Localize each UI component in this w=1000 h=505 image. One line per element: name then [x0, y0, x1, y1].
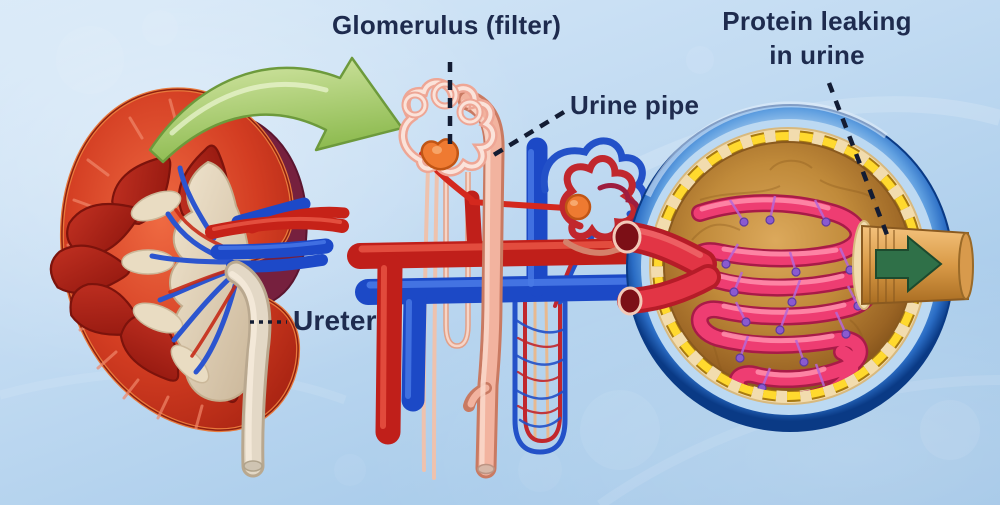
collecting-duct	[457, 89, 505, 479]
protein-pointer-line	[826, 82, 892, 241]
label-glomerulus-filter: Glomerulus (filter)	[332, 10, 562, 40]
renal-vein	[210, 238, 334, 260]
vein-highlight	[218, 240, 326, 250]
glomerulus-coil	[398, 78, 498, 177]
renal-artery-branch	[246, 206, 350, 234]
capillary-coils	[687, 194, 879, 392]
label-protein-leaking: Protein leaking in urine	[698, 4, 936, 72]
kidney-cross-section	[49, 87, 308, 433]
loop-of-henle	[443, 160, 471, 349]
nephron-vein	[355, 137, 653, 412]
mesangial-mesh	[721, 195, 863, 392]
glomerulus-closeup	[611, 101, 974, 432]
label-urine-pipe: Urine pipe	[570, 90, 700, 120]
label-protein-line2: in urine	[769, 40, 865, 70]
calyces	[121, 190, 210, 384]
sphere-texture	[691, 159, 877, 375]
glomerulus-bulb	[420, 138, 459, 171]
urine-pipe-pointer-line	[490, 110, 566, 158]
flow-arrow-icon	[875, 234, 943, 294]
pointer-lines	[250, 62, 892, 324]
artery-highlight	[212, 216, 342, 231]
label-protein-line1: Protein leaking	[722, 6, 912, 36]
afferent-vessels	[611, 220, 721, 316]
zoom-arrow-icon	[148, 56, 404, 164]
ring-highlight	[645, 101, 888, 198]
ureter-tube	[224, 260, 272, 478]
efferent-urine-tube	[852, 220, 974, 310]
label-ureter: Ureter	[293, 305, 377, 336]
